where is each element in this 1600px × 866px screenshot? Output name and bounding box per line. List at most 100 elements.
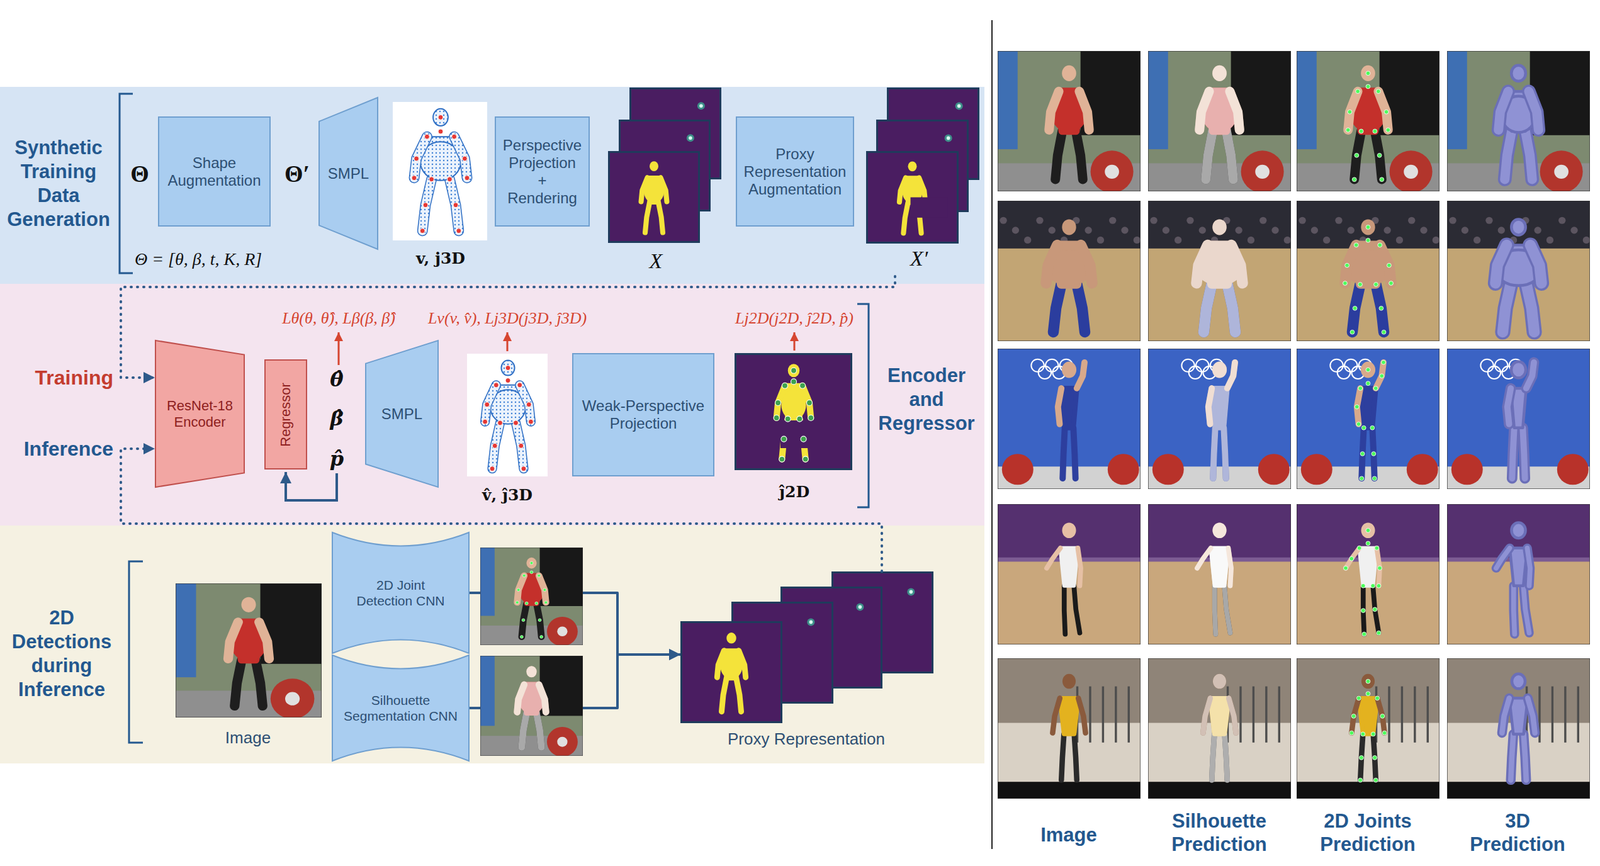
scene-part (1296, 200, 1440, 249)
limb (1345, 548, 1360, 569)
scene-part (1473, 236, 1481, 244)
head (726, 632, 736, 644)
photo-frame (1148, 504, 1291, 645)
head (1360, 65, 1376, 82)
joint-dot (512, 420, 519, 426)
joint-dot (484, 402, 490, 408)
scene-part (1570, 226, 1578, 234)
head (501, 360, 515, 376)
joint-dot (779, 456, 785, 462)
limb-outline (485, 385, 497, 422)
scene-part (1199, 226, 1206, 234)
joint-dot (1358, 777, 1363, 783)
scene-part (1498, 226, 1505, 234)
heatmap-dot (688, 135, 693, 140)
smpl-block: SMPL (365, 339, 439, 488)
loss-arrow (793, 332, 796, 351)
joint-dot (1380, 714, 1385, 719)
photo-frame (1148, 50, 1291, 192)
limb (1214, 585, 1217, 635)
joint-dot (429, 176, 435, 182)
image-stack: X′ (866, 87, 980, 277)
scene-part (1347, 226, 1355, 234)
olympic-ring (1038, 366, 1052, 379)
limb (1224, 733, 1228, 780)
joint-dot (773, 415, 780, 422)
photo-frame (1447, 200, 1590, 342)
limb (1228, 698, 1236, 733)
scene-part (1447, 50, 1468, 150)
photo (1296, 200, 1440, 342)
head (241, 597, 256, 613)
limb (255, 660, 263, 707)
limb (485, 385, 497, 422)
limb (1061, 733, 1064, 780)
limb (1212, 428, 1215, 479)
photo-frame (1148, 658, 1291, 799)
photo-frame (1148, 200, 1291, 342)
math-label: Image (225, 728, 271, 748)
olympic-ring (1337, 366, 1351, 379)
joint-dot (1372, 476, 1377, 481)
joint-dot (1376, 630, 1381, 636)
photo (1148, 200, 1291, 342)
box-label: SMPL (327, 164, 369, 183)
joint-dot (1375, 696, 1380, 701)
joint-dot (1365, 691, 1371, 697)
limb (1375, 362, 1384, 389)
head (1511, 522, 1526, 539)
image-caption: X (649, 249, 663, 274)
joint-dot (1377, 242, 1383, 248)
limb (422, 179, 432, 231)
scene-part (1448, 217, 1456, 225)
limb (1062, 428, 1065, 479)
joint-dot (791, 378, 797, 385)
joint-dot (1381, 329, 1386, 335)
joint-dot (1354, 404, 1359, 410)
limb (1510, 733, 1514, 780)
limb (1228, 548, 1232, 586)
joint-dot (1353, 242, 1359, 248)
scene-part (1311, 226, 1319, 234)
limb (736, 678, 742, 712)
limb (1211, 733, 1215, 780)
loss-arrow (338, 332, 340, 366)
heatmap-glow (686, 134, 695, 142)
limb (1202, 698, 1210, 733)
photo-frame (997, 200, 1141, 342)
photo (480, 547, 583, 647)
scene-part (1296, 658, 1440, 799)
limb (1205, 130, 1213, 180)
scene-part (392, 101, 488, 241)
scene-part (1102, 686, 1105, 743)
olympic-ring (1181, 359, 1195, 372)
limb (899, 177, 906, 203)
scene-part (1408, 217, 1415, 225)
scene-part (1148, 348, 1291, 490)
scene-part (1048, 226, 1056, 234)
photo (1148, 504, 1291, 645)
limb (1064, 585, 1066, 635)
limb (1202, 698, 1210, 733)
scene-part (997, 781, 1141, 799)
scene-part (1239, 686, 1242, 743)
head (1511, 361, 1526, 379)
joint-dot (1370, 583, 1376, 588)
photo-frame (480, 547, 583, 646)
math-label: v, j3D (416, 249, 466, 268)
occlusion (910, 197, 948, 218)
heatmap-glow (806, 618, 815, 626)
scene-part (1461, 226, 1469, 234)
belly (781, 389, 806, 420)
limb (1211, 733, 1215, 780)
scene-part (1148, 50, 1169, 150)
limb-outline (492, 422, 500, 469)
photo-frame (1296, 504, 1440, 645)
torso (1359, 548, 1378, 586)
limb-outline (1501, 698, 1509, 733)
joint-dot (493, 382, 499, 388)
scene-part (270, 678, 315, 719)
torso (1211, 388, 1228, 429)
limb-outline (1507, 388, 1511, 425)
image-caption: X′ (910, 246, 928, 271)
